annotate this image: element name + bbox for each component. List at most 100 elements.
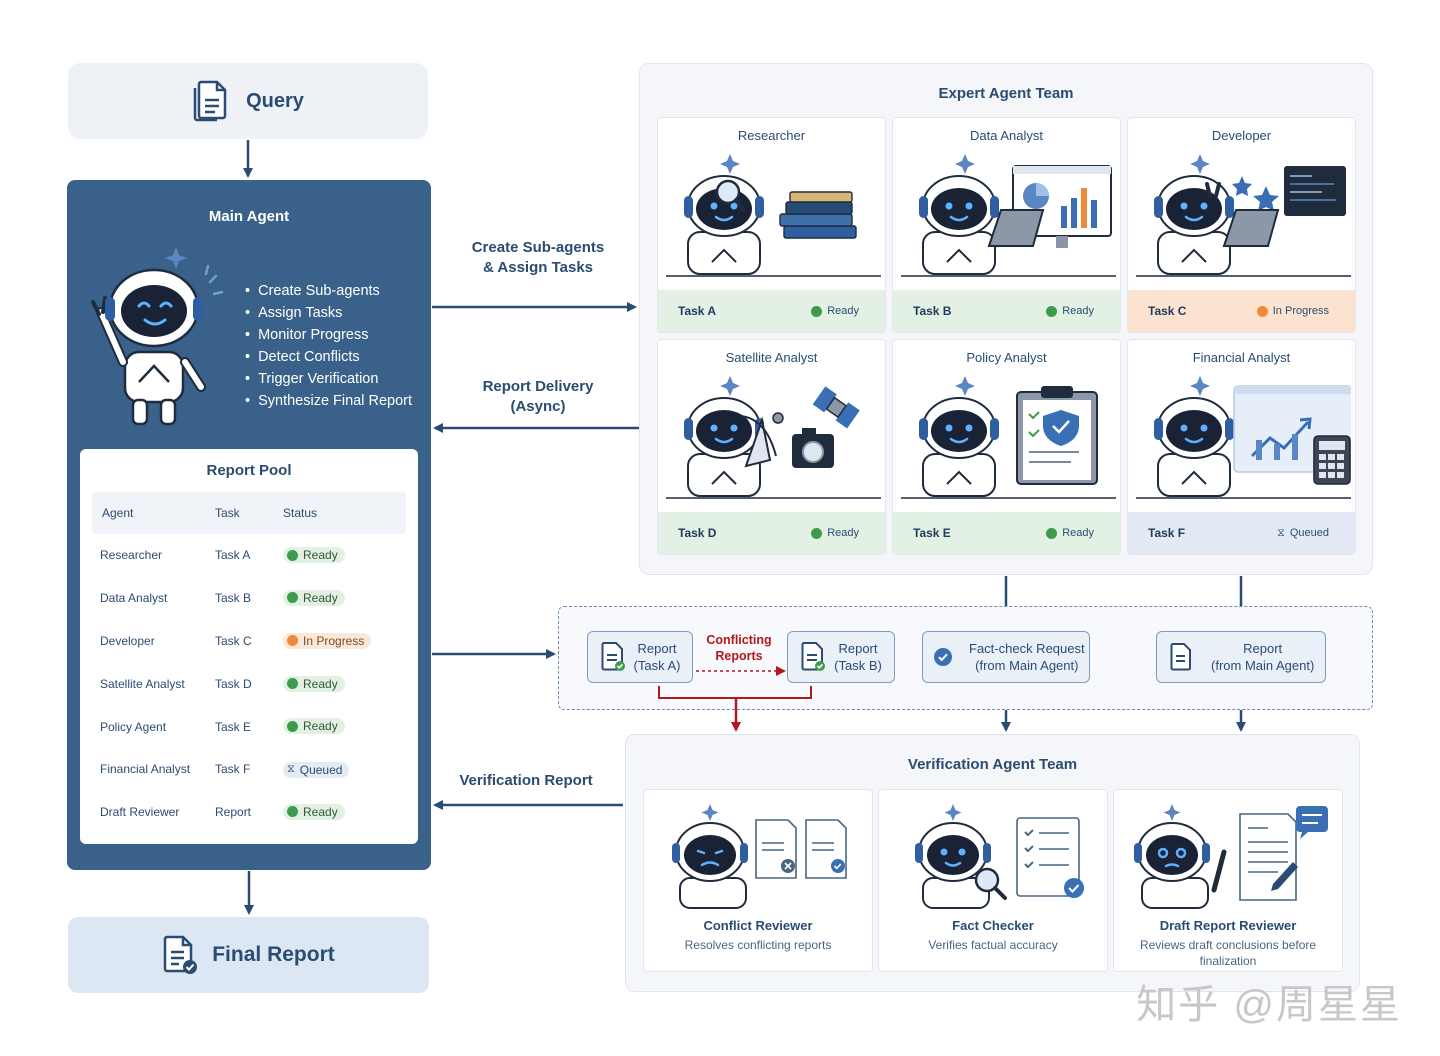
expert-card-footer: Task C In Progress <box>1128 290 1355 332</box>
task-label: Task F <box>1148 526 1186 540</box>
hourglass-icon: ⧖ <box>287 763 295 776</box>
box-line: (Task A) <box>633 658 681 673</box>
expert-card-footer: Task D Ready <box>658 512 885 554</box>
document-check-icon <box>801 642 826 671</box>
main-agent-panel: Main Agent Create Sub-agents Assign Task… <box>67 180 431 870</box>
status-text: Ready <box>303 719 338 734</box>
verify-card-name: Draft Report Reviewer <box>1159 918 1297 933</box>
bullet-item: Detect Conflicts <box>245 346 412 368</box>
verification-agent-team: Verification Agent Team Conflict Reviewe… <box>625 734 1360 992</box>
verification-team-title: Verification Agent Team <box>907 756 1078 773</box>
document-icon <box>1170 643 1191 671</box>
table-row: Policy Agent Task E Ready <box>92 705 406 748</box>
final-report-node: Final Report <box>68 917 429 993</box>
robot-waving-icon <box>91 247 224 426</box>
cell-agent: Financial Analyst <box>100 762 191 777</box>
edge-label-create: Create Sub-agents & Assign Tasks <box>450 238 626 278</box>
check-circle-icon <box>287 592 298 604</box>
check-circle-icon <box>811 527 823 539</box>
bullet-item: Create Sub-agents <box>245 280 412 302</box>
expert-card-name: Data Analyst <box>970 128 1043 143</box>
edge-label-verification: Verification Report <box>459 772 593 789</box>
verify-card-fact-checker: Fact Checker Verifies factual accuracy <box>878 789 1108 972</box>
status-text: Queued <box>299 762 343 777</box>
task-label: Task A <box>678 304 717 318</box>
cell-status: In Progress <box>283 632 406 650</box>
verified-document-icon <box>163 935 198 974</box>
document-check-icon <box>601 642 625 671</box>
verify-card-draft-report-reviewer: Draft Report Reviewer Reviews draft conc… <box>1113 789 1343 972</box>
main-agent-bullets: Create Sub-agents Assign Tasks Monitor P… <box>245 280 412 412</box>
cell-status: Ready <box>283 589 406 607</box>
status-badge: Ready <box>283 718 345 735</box>
status-text: Ready <box>303 590 338 605</box>
routing-area: Report (Task A) Conflicting Reports Repo… <box>558 606 1373 710</box>
status-text: Ready <box>1062 527 1094 539</box>
clock-icon <box>1256 305 1268 317</box>
conflict-line: Conflicting <box>706 633 772 647</box>
check-circle-icon <box>811 305 823 317</box>
robot-illustration-icon <box>1136 154 1351 277</box>
cell-task: Task C <box>215 633 252 648</box>
status-text: Ready <box>827 305 859 317</box>
check-circle-icon <box>287 806 298 818</box>
edge-label-delivery: Report Delivery (Async) <box>450 377 626 417</box>
expert-card-footer: Task E Ready <box>893 512 1120 554</box>
cell-status: Ready <box>283 547 406 564</box>
clock-icon <box>287 635 298 647</box>
cell-agent: Developer <box>100 633 155 648</box>
cell-status: Ready <box>283 803 406 821</box>
robot-fact-checker-icon <box>915 804 1084 909</box>
report-from-main-box: Report (from Main Agent) <box>1156 631 1326 683</box>
box-line: (Task B) <box>834 658 882 673</box>
edge-label-line: & Assign Tasks <box>482 259 594 276</box>
status-text: Ready <box>303 804 338 819</box>
robot-illustration-icon <box>901 154 1116 277</box>
status-badge: In Progress <box>283 632 372 649</box>
watermark: 知乎 @周星星 <box>1136 983 1402 1027</box>
cell-task: Task F <box>215 762 251 777</box>
task-label: Task D <box>678 526 717 540</box>
status-badge: Ready <box>811 305 859 317</box>
cell-agent: Researcher <box>100 548 163 563</box>
cell-status: Ready <box>283 675 406 693</box>
bullet-item: Monitor Progress <box>245 324 412 346</box>
report-task-a-box: Report (Task A) <box>587 631 693 683</box>
bullet-item: Trigger Verification <box>245 368 412 390</box>
status-badge: Ready <box>811 527 859 539</box>
query-node: Query <box>68 63 428 139</box>
table-row: Satellite Analyst Task D Ready <box>92 662 406 705</box>
cell-task: Task E <box>215 719 252 734</box>
table-header: Agent Task Status <box>92 492 406 534</box>
cell-task: Task D <box>215 676 252 691</box>
edge-label-line: Report Delivery <box>482 378 594 395</box>
check-circle-icon <box>934 648 952 666</box>
box-line: Fact-check Request <box>969 641 1085 656</box>
cell-status: ⧖ Queued <box>283 761 406 778</box>
report-pool-title: Report Pool <box>206 462 292 479</box>
check-circle-icon <box>287 549 298 561</box>
edge-label-line: Create Sub-agents <box>471 239 605 256</box>
verify-card-desc: Resolves conflicting reports <box>684 938 832 952</box>
box-line: (from Main Agent) <box>975 658 1079 673</box>
robot-draft-reviewer-icon <box>1134 804 1328 909</box>
cell-status: Ready <box>283 718 406 735</box>
cell-agent: Policy Agent <box>100 719 167 734</box>
expert-card-name: Satellite Analyst <box>725 350 818 365</box>
status-badge: In Progress <box>1256 305 1329 317</box>
task-label: Task B <box>913 304 952 318</box>
cell-agent: Satellite Analyst <box>100 676 185 691</box>
check-circle-icon <box>1046 527 1058 539</box>
expert-card-name: Policy Analyst <box>966 350 1047 365</box>
task-label: Task E <box>913 526 951 540</box>
status-badge: Ready <box>283 589 345 606</box>
box-line: Report <box>1243 641 1283 656</box>
status-badge: ⧖ Queued <box>283 761 350 778</box>
task-label: Task C <box>1148 304 1187 318</box>
